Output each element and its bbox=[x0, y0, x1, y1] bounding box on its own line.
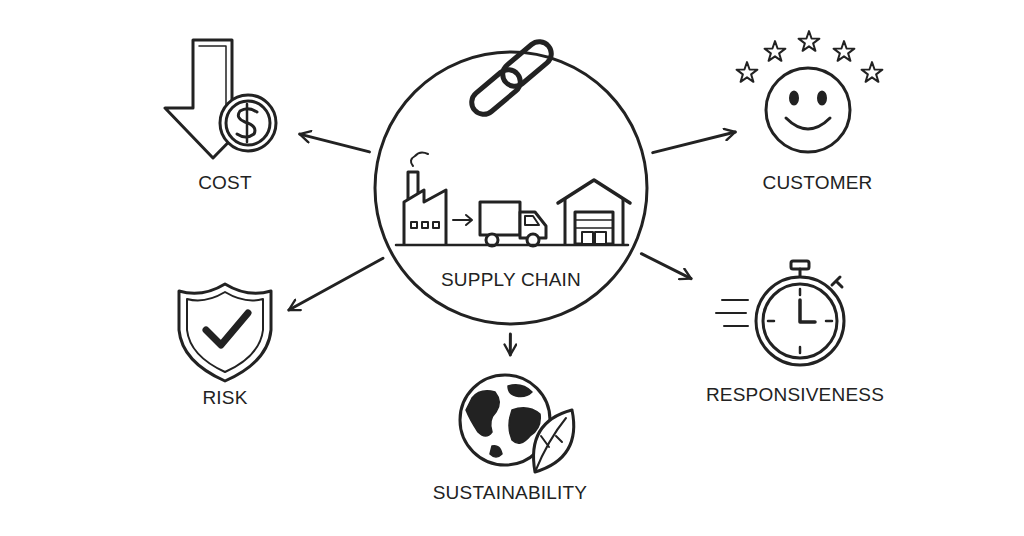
risk-shield bbox=[179, 284, 271, 381]
connector-arrow bbox=[289, 258, 383, 310]
node-label: RISK bbox=[202, 386, 247, 410]
rating-stars bbox=[737, 31, 883, 82]
customer-icon bbox=[766, 68, 850, 152]
connector-arrow bbox=[300, 134, 370, 152]
cost-node: COST bbox=[160, 35, 290, 195]
supply-chain-circle: SUPPLY CHAIN bbox=[373, 50, 649, 326]
truck bbox=[480, 202, 546, 246]
connector-arrow bbox=[509, 334, 512, 355]
connector-arrow bbox=[641, 254, 691, 279]
flow-arrow bbox=[453, 215, 472, 225]
node-label: COST bbox=[198, 171, 252, 195]
node-label: RESPONSIVENESS bbox=[706, 383, 884, 407]
connector-arrow bbox=[653, 132, 736, 153]
ground-line bbox=[396, 244, 628, 247]
node-label: CUSTOMER bbox=[763, 171, 873, 195]
node-label: SUPPLY CHAIN bbox=[373, 268, 649, 292]
stopwatch bbox=[716, 261, 844, 365]
globe-leaf bbox=[460, 375, 574, 472]
warehouse bbox=[558, 180, 630, 244]
risk-node: RISK bbox=[170, 280, 280, 410]
cost-icon bbox=[165, 40, 276, 158]
factory bbox=[404, 152, 446, 244]
sustainability-node: SUSTAINABILITY bbox=[420, 365, 600, 505]
node-label: SUSTAINABILITY bbox=[433, 481, 588, 505]
customer-node: CUSTOMER bbox=[745, 28, 890, 195]
responsiveness-node: RESPONSIVENESS bbox=[700, 255, 890, 407]
chain-link bbox=[467, 37, 556, 119]
